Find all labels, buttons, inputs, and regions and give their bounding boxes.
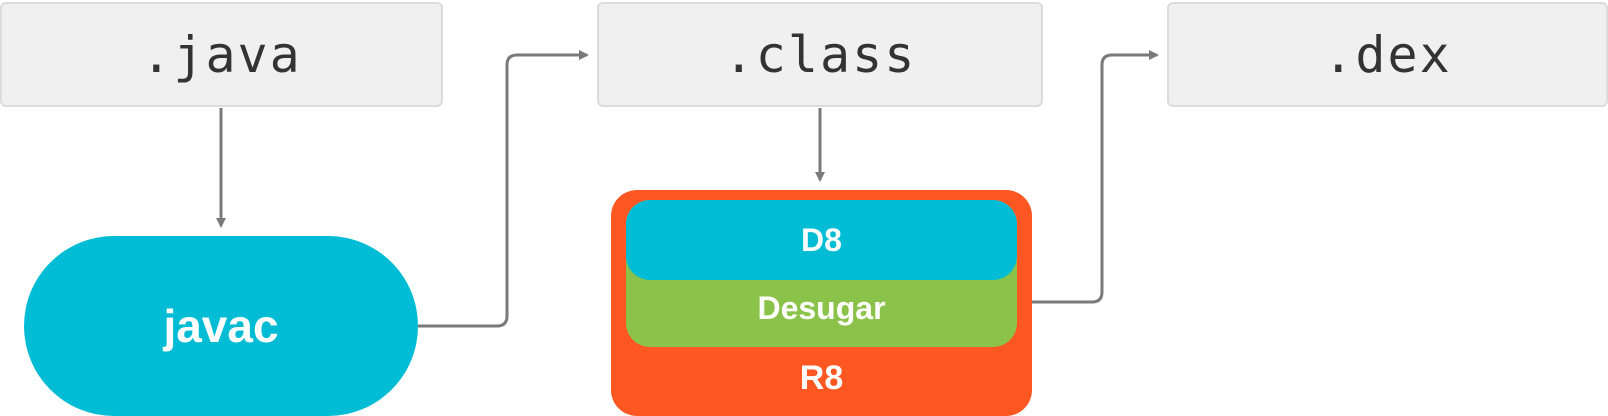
d8-box: D8 bbox=[626, 200, 1017, 280]
dex-file-label: .dex bbox=[1323, 25, 1452, 84]
desugar-label: Desugar bbox=[757, 290, 886, 326]
class-file-label: .class bbox=[723, 25, 917, 84]
r8-label: R8 bbox=[799, 359, 844, 397]
dex-file-box: .dex bbox=[1167, 2, 1608, 107]
desugar-box: D8 Desugar bbox=[626, 200, 1017, 347]
arrow-javac-to-class bbox=[418, 50, 589, 328]
arrow-r8-to-dex bbox=[1032, 50, 1159, 304]
javac-label: javac bbox=[163, 300, 279, 352]
java-file-box: .java bbox=[0, 2, 443, 107]
d8-label: D8 bbox=[801, 221, 842, 258]
java-file-label: .java bbox=[141, 25, 302, 84]
class-file-box: .class bbox=[597, 2, 1043, 107]
r8-box: D8 Desugar R8 bbox=[611, 190, 1032, 416]
javac-compiler: javac bbox=[24, 236, 418, 416]
